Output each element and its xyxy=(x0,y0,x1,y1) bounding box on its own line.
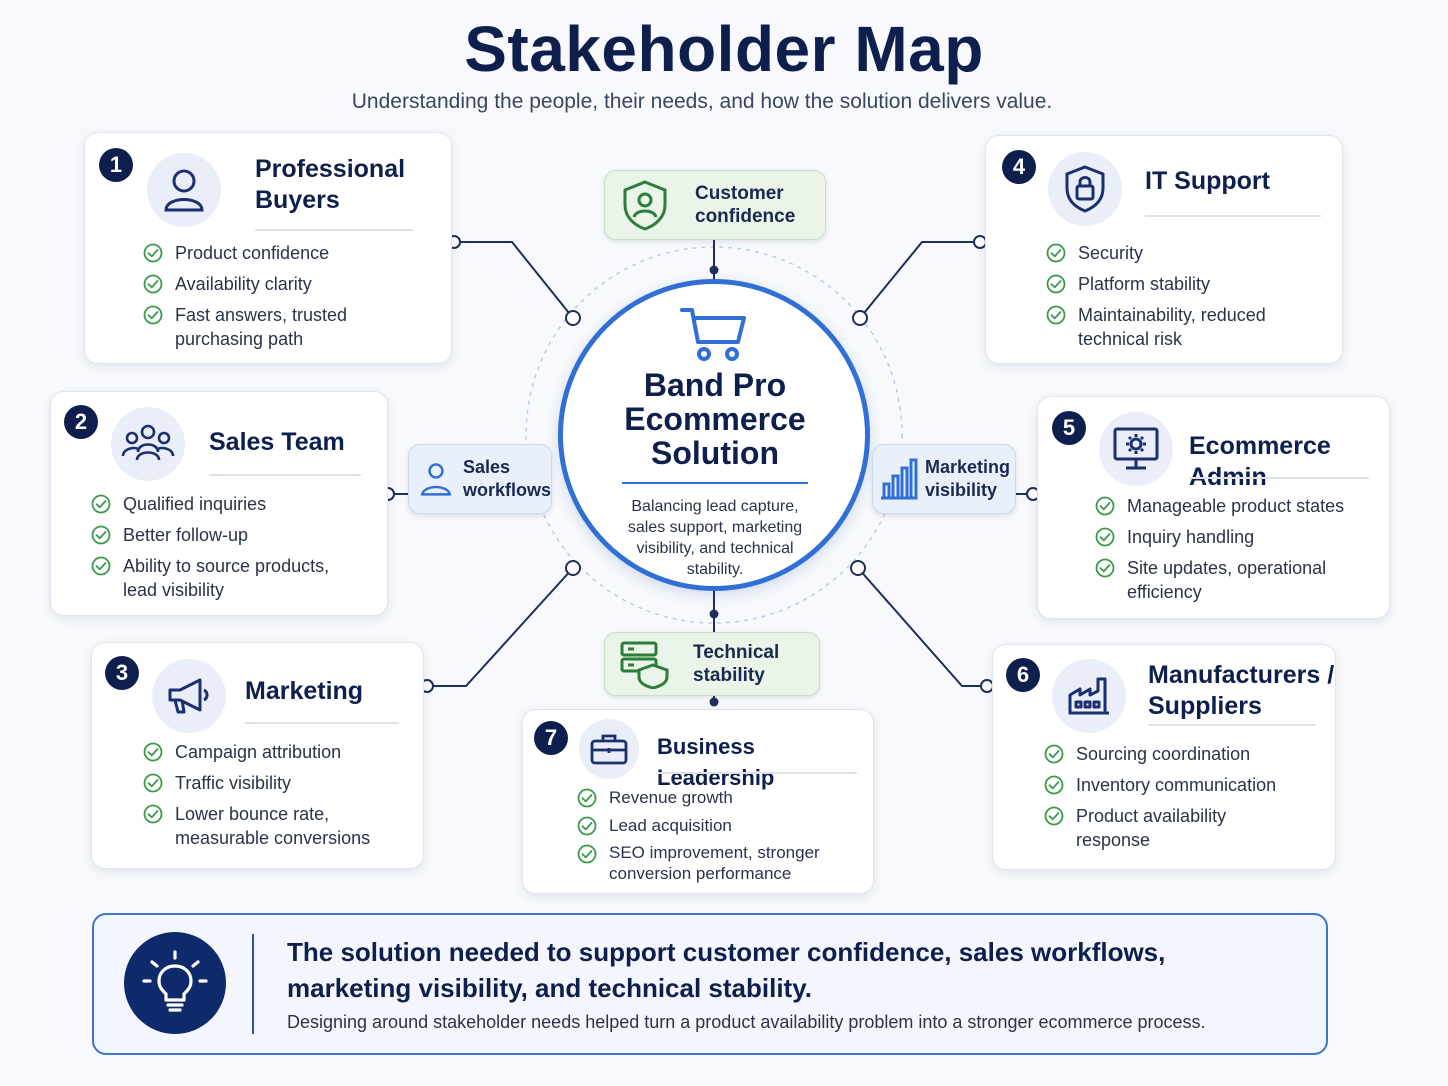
check-circle-icon xyxy=(1095,496,1115,516)
user-icon xyxy=(147,153,221,227)
monitor-gear-icon xyxy=(1099,412,1173,486)
check-circle-icon xyxy=(577,788,597,808)
hub-divider xyxy=(622,482,808,484)
card-number-badge: 1 xyxy=(99,148,133,182)
list-item: Ability to source products, lead visibil… xyxy=(91,554,363,602)
card-number-badge: 3 xyxy=(105,656,139,690)
pill-customer-confidence: Customer confidence xyxy=(604,170,826,240)
card-number-badge: 2 xyxy=(64,405,98,439)
check-circle-icon xyxy=(143,742,163,762)
user-icon xyxy=(420,463,452,496)
check-circle-icon xyxy=(143,274,163,294)
lightbulb-icon xyxy=(124,932,226,1034)
check-circle-icon xyxy=(1044,806,1064,826)
shield-lock-icon xyxy=(1048,152,1122,226)
check-circle-icon xyxy=(1046,243,1066,263)
card-number-badge: 6 xyxy=(1006,658,1040,692)
check-circle-icon xyxy=(1046,305,1066,325)
stakeholder-card-sales-team: 2 Sales Team Qualified inquiries Better … xyxy=(50,391,388,616)
list-item: Platform stability xyxy=(1046,272,1336,296)
list-item: Product availability response xyxy=(1044,804,1286,852)
briefcase-icon xyxy=(579,719,639,779)
pill-technical-stability: Technical stability xyxy=(604,632,820,696)
list-item: Inquiry handling xyxy=(1095,525,1385,549)
list-item: Lower bounce rate, measurable conversion… xyxy=(143,802,405,850)
list-item: Campaign attribution xyxy=(143,740,413,764)
check-circle-icon xyxy=(143,804,163,824)
card-title: Sales Team xyxy=(209,428,345,456)
list-item: Inventory communication xyxy=(1044,773,1329,797)
banner-subtext: Designing around stakeholder needs helpe… xyxy=(287,1012,1206,1032)
check-circle-icon xyxy=(1044,744,1064,764)
card-needs-list: Security Platform stability Maintainabil… xyxy=(1046,241,1336,358)
hub-title: Band Pro Ecommerce Solution xyxy=(624,367,806,471)
check-circle-icon xyxy=(1046,274,1066,294)
check-circle-icon xyxy=(577,844,597,864)
card-number-badge: 5 xyxy=(1052,411,1086,445)
check-circle-icon xyxy=(1095,558,1115,578)
card-title: Business Leadership xyxy=(657,734,775,790)
card-title: Marketing xyxy=(245,677,364,705)
card-number-badge: 7 xyxy=(534,721,568,755)
list-item: Lead acquisition xyxy=(577,814,857,838)
group-icon xyxy=(111,407,185,481)
card-title: IT Support xyxy=(1145,167,1270,195)
list-item: Sourcing coordination xyxy=(1044,742,1329,766)
list-item: SEO improvement, stronger conversion per… xyxy=(577,842,859,884)
card-title: Manufacturers / Suppliers xyxy=(1148,661,1335,720)
page-title: Stakeholder Map xyxy=(464,13,984,85)
shopping-cart-icon xyxy=(680,308,746,361)
list-item: Maintainability, reduced technical risk xyxy=(1046,303,1318,351)
card-needs-list: Manageable product states Inquiry handli… xyxy=(1095,494,1385,611)
stakeholder-card-it-support: 4 IT Support Security Platform stability… xyxy=(985,135,1343,364)
bar-chart-icon xyxy=(881,458,918,500)
hub-description: Balancing lead capture, sales support, m… xyxy=(627,498,803,578)
stakeholder-card-business-leadership: 7 Business Leadership Revenue growth Lea… xyxy=(522,709,874,894)
stakeholder-card-ecommerce-admin: 5 Ecommerce Admin Manageable product sta… xyxy=(1037,396,1390,619)
list-item: Revenue growth xyxy=(577,786,857,810)
list-item: Fast answers, trusted purchasing path xyxy=(143,303,365,351)
check-circle-icon xyxy=(1044,775,1064,795)
list-item: Traffic visibility xyxy=(143,771,413,795)
megaphone-icon xyxy=(152,659,226,733)
card-needs-list: Product confidence Availability clarity … xyxy=(143,241,433,358)
check-circle-icon xyxy=(91,494,111,514)
list-item: Product confidence xyxy=(143,241,433,265)
card-title: Professional Buyers xyxy=(255,155,406,214)
summary-banner xyxy=(92,913,1328,1055)
check-circle-icon xyxy=(91,525,111,545)
pill-sales-workflows: Sales workflows xyxy=(408,444,552,514)
card-needs-list: Campaign attribution Traffic visibility … xyxy=(143,740,413,857)
card-needs-list: Revenue growth Lead acquisition SEO impr… xyxy=(577,786,857,891)
check-circle-icon xyxy=(143,243,163,263)
list-item: Security xyxy=(1046,241,1336,265)
check-circle-icon xyxy=(577,816,597,836)
banner-divider xyxy=(252,934,254,1034)
list-item: Manageable product states xyxy=(1095,494,1385,518)
banner-headline: The solution needed to support customer … xyxy=(287,937,1166,1003)
shield-user-icon xyxy=(623,180,667,231)
stakeholder-card-manufacturers-suppliers: 6 Manufacturers / Suppliers Sourcing coo… xyxy=(992,644,1336,870)
card-number-badge: 4 xyxy=(1002,150,1036,184)
server-shield-icon xyxy=(620,641,669,689)
check-circle-icon xyxy=(1095,527,1115,547)
list-item: Better follow-up xyxy=(91,523,371,547)
central-hub xyxy=(558,279,870,591)
card-title: Ecommerce Admin xyxy=(1189,432,1331,491)
list-item: Availability clarity xyxy=(143,272,433,296)
factory-icon xyxy=(1052,659,1126,733)
list-item: Qualified inquiries xyxy=(91,492,371,516)
stakeholder-card-professional-buyers: 1 Professional Buyers Product confidence… xyxy=(84,132,452,364)
page-subtitle: Understanding the people, their needs, a… xyxy=(351,90,1053,113)
stakeholder-card-marketing: 3 Marketing Campaign attribution Traffic… xyxy=(91,642,424,869)
list-item: Site updates, operational efficiency xyxy=(1095,556,1377,604)
check-circle-icon xyxy=(91,556,111,576)
check-circle-icon xyxy=(143,305,163,325)
check-circle-icon xyxy=(143,773,163,793)
card-needs-list: Sourcing coordination Inventory communic… xyxy=(1044,742,1329,859)
pill-marketing-visibility: Marketing visibility xyxy=(872,444,1016,514)
card-needs-list: Qualified inquiries Better follow-up Abi… xyxy=(91,492,371,609)
